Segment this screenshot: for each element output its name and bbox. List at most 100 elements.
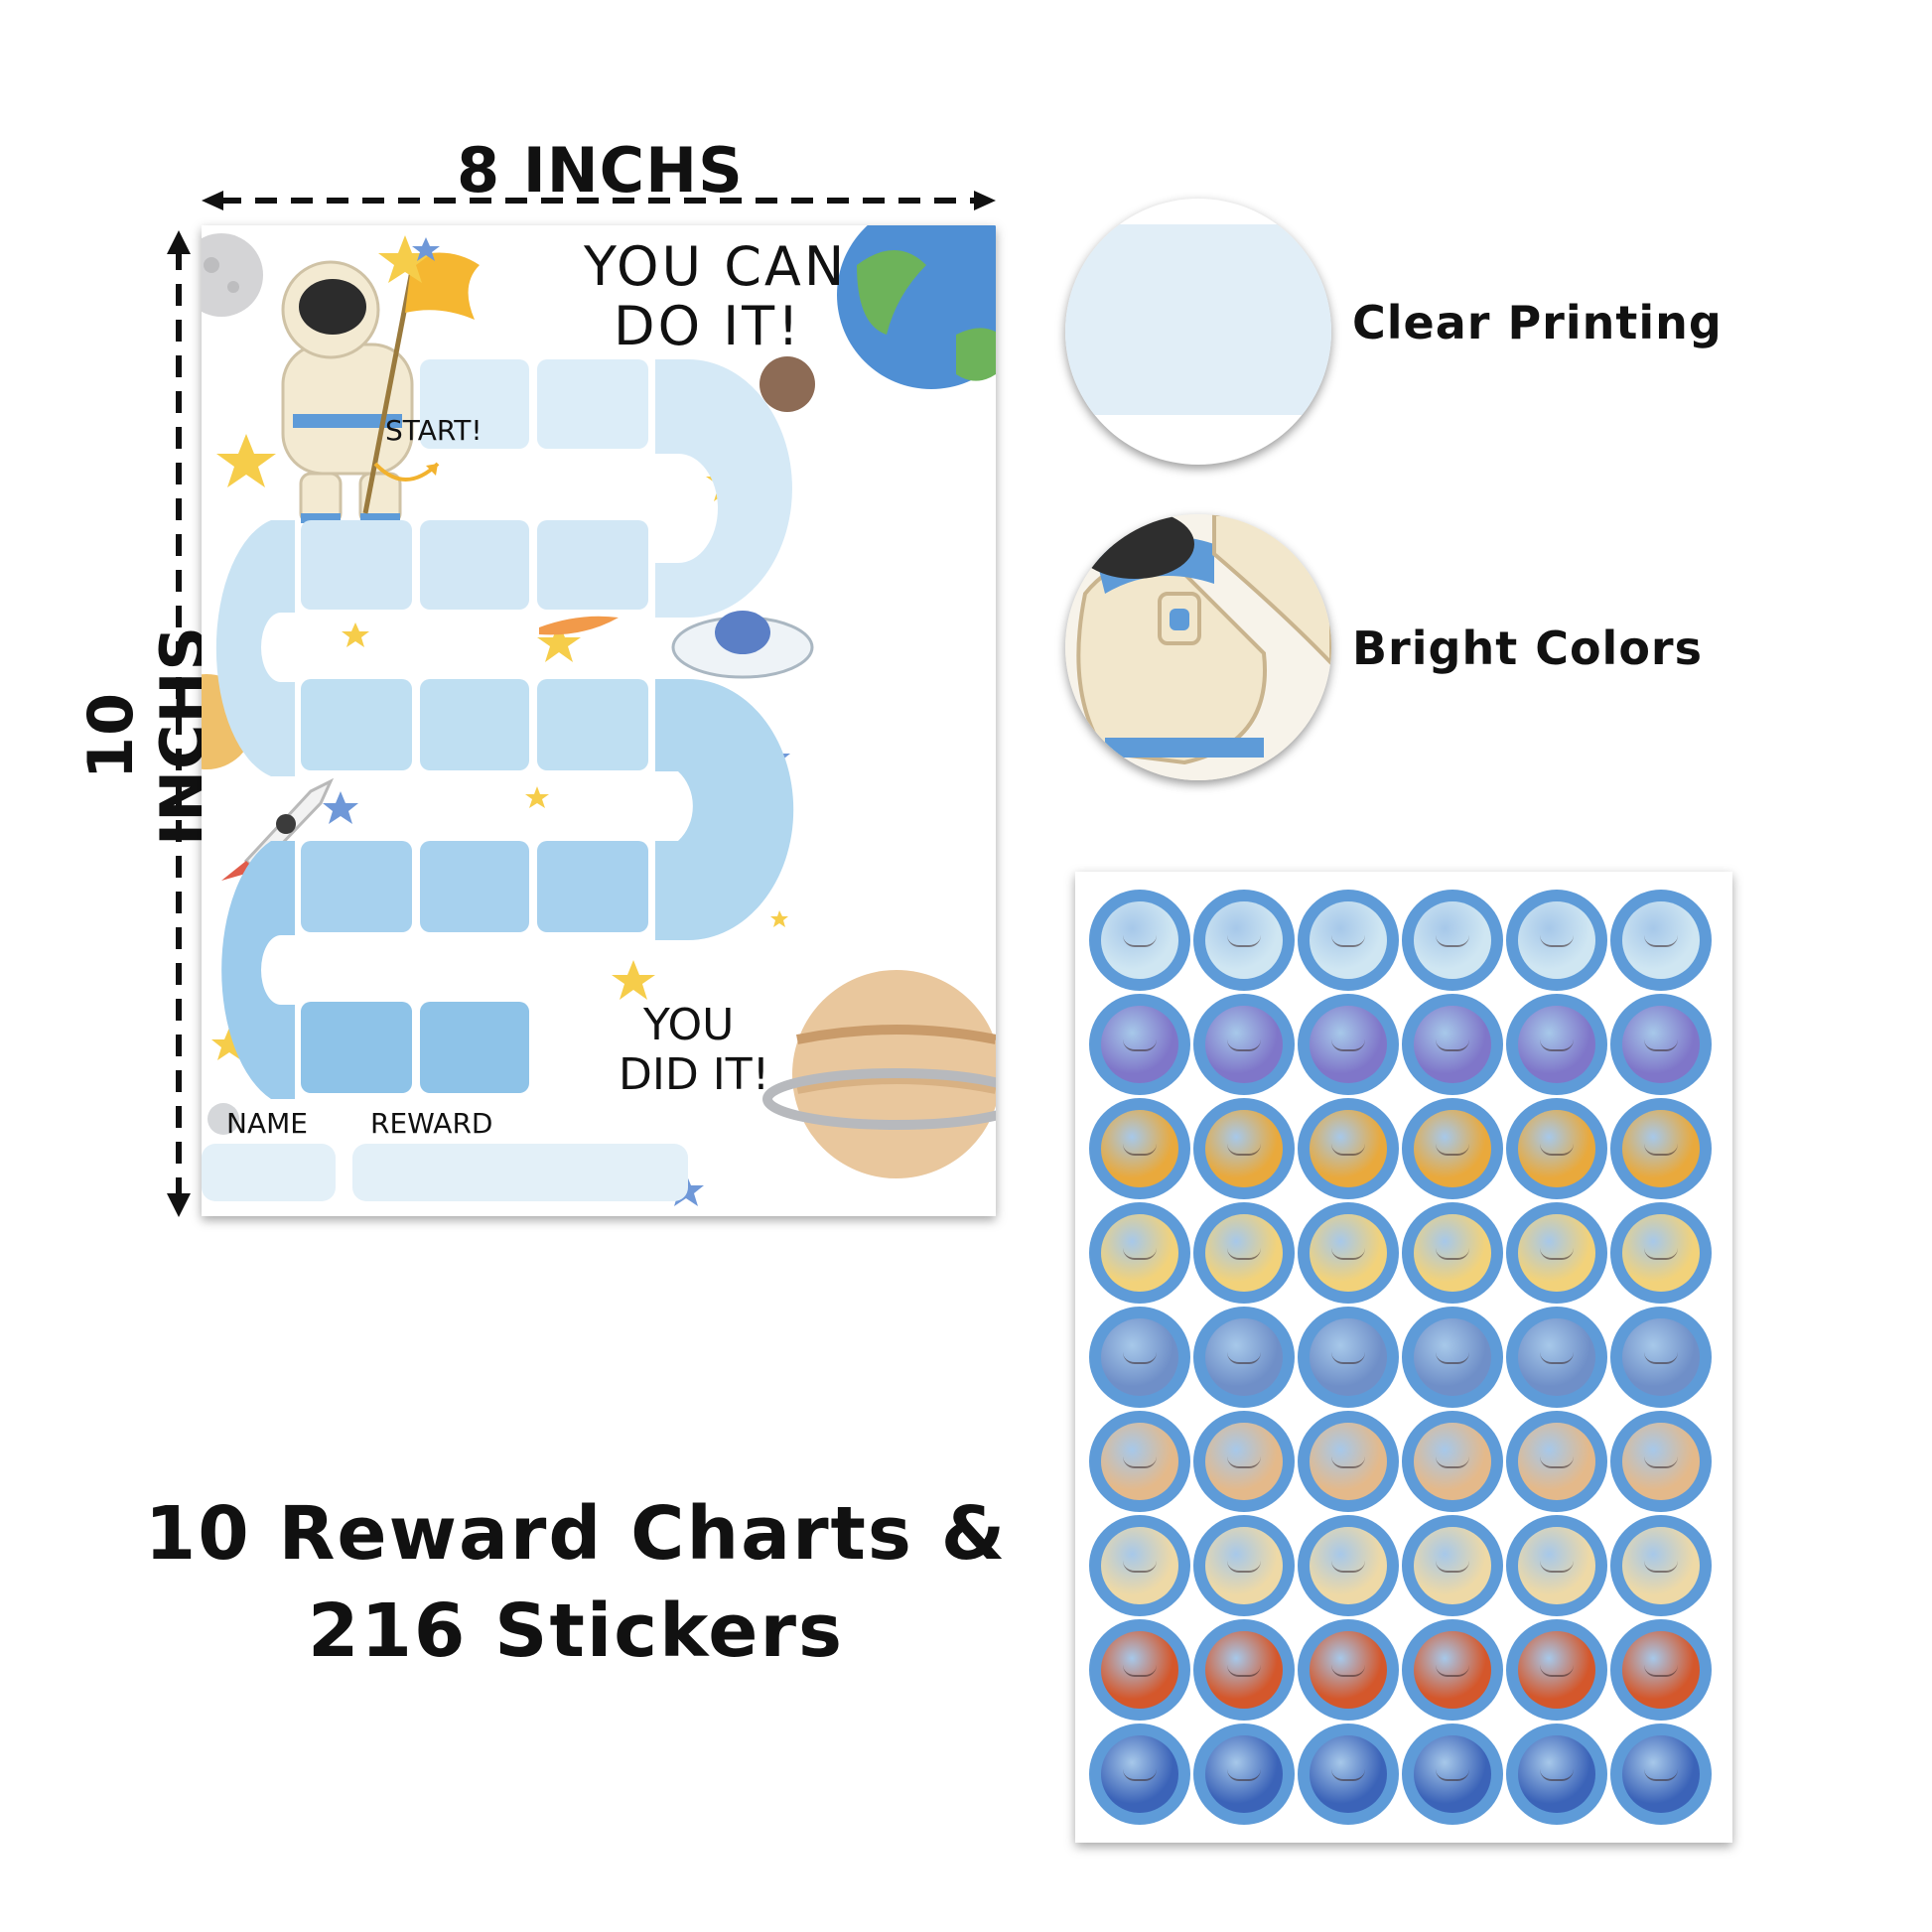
- sticker-striped-planet: [1298, 1515, 1399, 1616]
- blue-earth-planet-icon: [1101, 1318, 1178, 1396]
- star-icon: [378, 235, 432, 283]
- chart-artwork: [202, 225, 996, 1206]
- ringed-yellow-planet-icon: [1622, 1214, 1700, 1292]
- planet-face-icon: [1227, 1244, 1261, 1260]
- sticker-ringed-yellow-planet: [1193, 1202, 1295, 1304]
- planet-face-icon: [1227, 931, 1261, 947]
- light-blue-planet-icon: [1310, 901, 1387, 979]
- planet-face-icon: [1644, 931, 1678, 947]
- asteroid-icon: [759, 356, 815, 412]
- planet-face-icon: [1227, 1035, 1261, 1051]
- reward-chart-preview: YOU CAN DO IT! START! YOU DID IT! NAME R…: [202, 225, 996, 1216]
- earth-planet-icon: [1101, 1735, 1178, 1813]
- planet-face-icon: [1123, 1452, 1157, 1468]
- sticker-blue-earth-planet: [1610, 1307, 1712, 1408]
- width-dimension-label: 8 INCHS: [457, 134, 744, 207]
- red-planet-icon: [1310, 1631, 1387, 1709]
- star-icon: [412, 237, 440, 261]
- planet-face-icon: [1540, 1035, 1574, 1051]
- planet-face-icon: [1540, 1244, 1574, 1260]
- planet-face-icon: [1331, 1661, 1365, 1677]
- planet-face-icon: [1540, 1765, 1574, 1781]
- sticker-purple-planet: [1298, 994, 1399, 1095]
- double-arrow-horizontal-icon: [202, 191, 996, 210]
- purple-planet-icon: [1622, 1006, 1700, 1083]
- reward-label: REWARD: [370, 1107, 493, 1140]
- earth-planet-icon: [1622, 1735, 1700, 1813]
- planet-face-icon: [1436, 1557, 1469, 1573]
- sticker-purple-planet: [1610, 994, 1712, 1095]
- tan-planet-icon: [1622, 1423, 1700, 1500]
- flag-pole: [362, 254, 418, 514]
- earth-planet-icon: [1414, 1735, 1491, 1813]
- astronaut-icon: [281, 260, 414, 525]
- star-icon: [525, 786, 549, 808]
- planet-face-icon: [1644, 1140, 1678, 1156]
- chart-heading-line1: YOU CAN: [584, 235, 848, 298]
- orange-planet-icon: [1622, 1110, 1700, 1187]
- sticker-red-planet: [1506, 1619, 1607, 1721]
- sticker-striped-planet: [1506, 1515, 1607, 1616]
- promo-line1: 10 Reward Charts &: [144, 1491, 1008, 1577]
- earth-planet-icon: [1310, 1735, 1387, 1813]
- light-blue-planet-icon: [1414, 901, 1491, 979]
- promo-line2: 216 Stickers: [307, 1588, 845, 1674]
- planet-face-icon: [1123, 1140, 1157, 1156]
- planet-face-icon: [1331, 1140, 1365, 1156]
- planet-face-icon: [1227, 1452, 1261, 1468]
- light-blue-planet-icon: [1622, 901, 1700, 979]
- planet-face-icon: [1123, 1035, 1157, 1051]
- sticker-blue-earth-planet: [1298, 1307, 1399, 1408]
- sticker-light-blue-planet: [1506, 890, 1607, 991]
- sticker-light-blue-planet: [1089, 890, 1190, 991]
- star-icon: [342, 622, 369, 647]
- sticker-striped-planet: [1402, 1515, 1503, 1616]
- tan-planet-icon: [1205, 1423, 1283, 1500]
- chart-heading-line2: DO IT!: [614, 295, 802, 357]
- sticker-red-planet: [1610, 1619, 1712, 1721]
- sticker-tan-planet: [1402, 1411, 1503, 1512]
- planet-face-icon: [1331, 1035, 1365, 1051]
- ringed-planet-icon: [762, 970, 996, 1178]
- red-planet-icon: [1101, 1631, 1178, 1709]
- planet-face-icon: [1644, 1661, 1678, 1677]
- planet-face-icon: [1123, 1244, 1157, 1260]
- planet-face-icon: [1540, 931, 1574, 947]
- star-icon: [770, 910, 788, 927]
- orange-planet-icon: [1518, 1110, 1595, 1187]
- planet-face-icon: [1644, 1765, 1678, 1781]
- tan-planet-icon: [1101, 1423, 1178, 1500]
- striped-planet-icon: [1414, 1527, 1491, 1604]
- sticker-light-blue-planet: [1610, 890, 1712, 991]
- orange-planet-icon: [1310, 1110, 1387, 1187]
- planet-face-icon: [1644, 1452, 1678, 1468]
- red-planet-icon: [1622, 1631, 1700, 1709]
- moon-icon: [202, 233, 263, 317]
- planet-face-icon: [1644, 1557, 1678, 1573]
- blue-earth-planet-icon: [1205, 1318, 1283, 1396]
- red-planet-icon: [1414, 1631, 1491, 1709]
- planet-face-icon: [1540, 1140, 1574, 1156]
- sticker-earth-planet: [1506, 1724, 1607, 1825]
- purple-planet-icon: [1310, 1006, 1387, 1083]
- sticker-purple-planet: [1402, 994, 1503, 1095]
- planet-face-icon: [1644, 1244, 1678, 1260]
- finish-label-line2: DID IT!: [619, 1049, 770, 1100]
- earth-planet-icon: [1518, 1735, 1595, 1813]
- planet-face-icon: [1123, 1765, 1157, 1781]
- planet-face-icon: [1331, 1348, 1365, 1364]
- name-field: [202, 1144, 336, 1201]
- purple-planet-icon: [1101, 1006, 1178, 1083]
- sticker-ringed-yellow-planet: [1402, 1202, 1503, 1304]
- planet-face-icon: [1540, 1557, 1574, 1573]
- star-icon: [323, 791, 358, 824]
- sticker-blue-earth-planet: [1402, 1307, 1503, 1408]
- sticker-tan-planet: [1193, 1411, 1295, 1512]
- planet-face-icon: [1227, 1661, 1261, 1677]
- name-label: NAME: [226, 1107, 308, 1140]
- finish-label-line1: YOU: [643, 1000, 735, 1050]
- sticker-purple-planet: [1193, 994, 1295, 1095]
- striped-planet-icon: [1622, 1527, 1700, 1604]
- sticker-ringed-yellow-planet: [1610, 1202, 1712, 1304]
- striped-planet-icon: [1518, 1527, 1595, 1604]
